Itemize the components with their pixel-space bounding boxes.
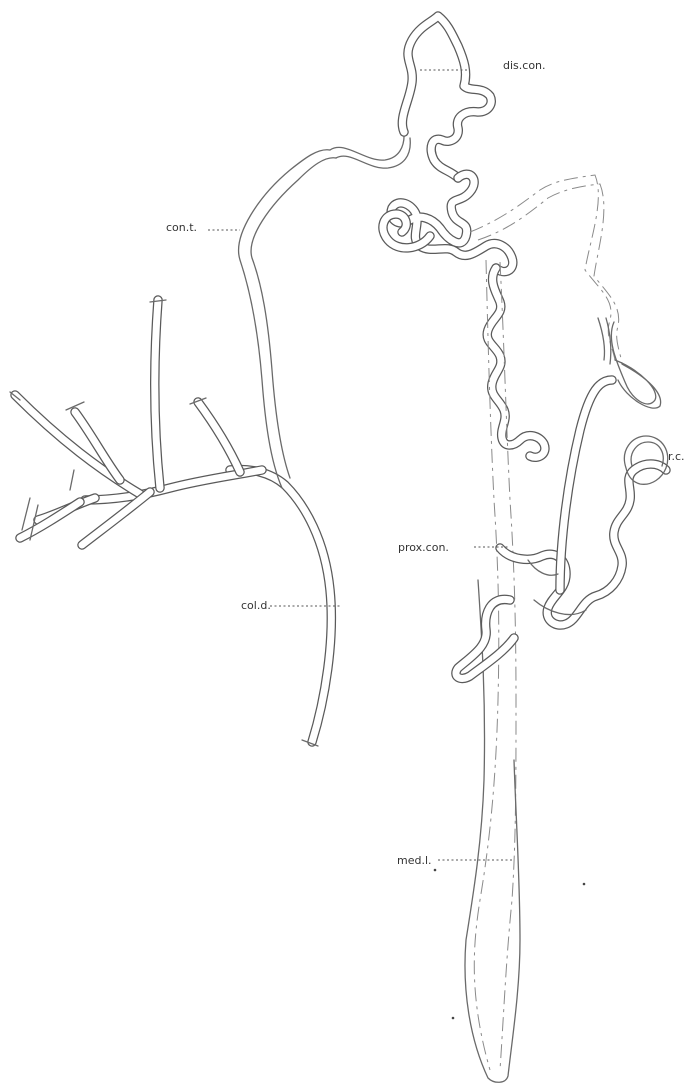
ascending-loop-lumen bbox=[560, 380, 612, 590]
dot-1 bbox=[434, 869, 437, 872]
label-col-d: col.d. bbox=[241, 599, 271, 612]
dot-2 bbox=[583, 883, 586, 886]
distal-convolution-lumen bbox=[402, 16, 491, 178]
lower-left-loop-lumen bbox=[456, 599, 514, 678]
loop-right-curve bbox=[611, 322, 660, 408]
dot-3 bbox=[452, 1017, 455, 1020]
middle-coils-lumen bbox=[487, 268, 545, 457]
label-r-c: r.c. bbox=[668, 450, 685, 463]
label-med-l: med.l. bbox=[397, 854, 432, 867]
branch-duct-3-lumen bbox=[198, 402, 240, 472]
label-dis-con: dis.con. bbox=[503, 59, 546, 72]
label-con-t: con.t. bbox=[166, 221, 197, 234]
connecting-tubule-line-a bbox=[239, 150, 330, 488]
proximal-convolution-lumen bbox=[500, 464, 666, 625]
label-prox-con: prox.con. bbox=[398, 541, 449, 554]
collecting-duct-system bbox=[10, 132, 410, 746]
branch-duct-8-lumen bbox=[20, 502, 80, 538]
connecting-tubule-line-b bbox=[251, 158, 336, 478]
medullary-limb-right bbox=[500, 262, 516, 1070]
